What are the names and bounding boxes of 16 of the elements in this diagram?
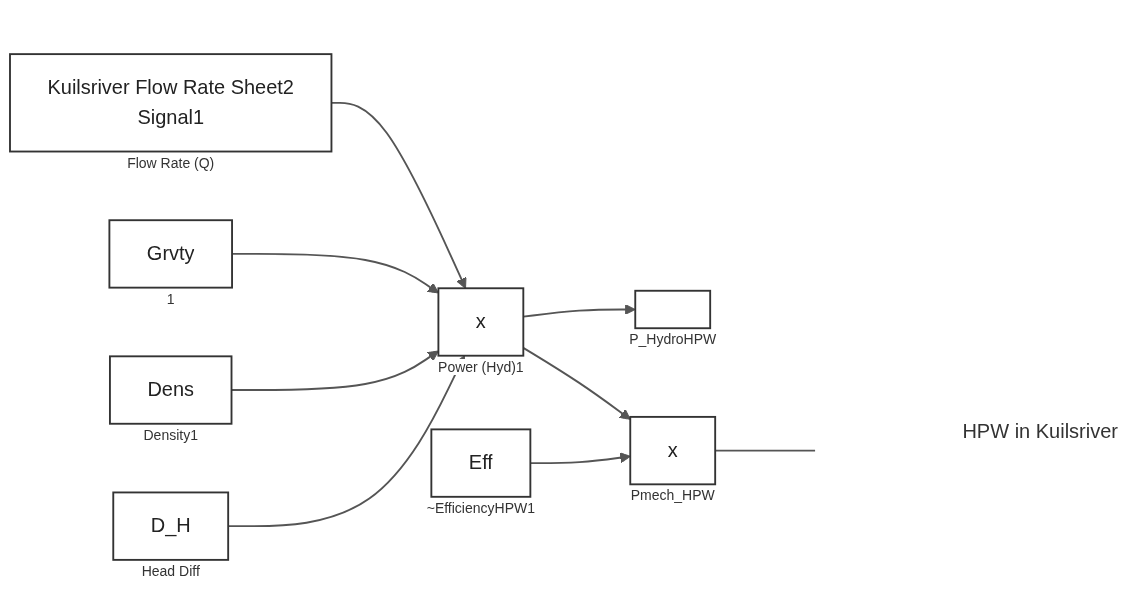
block-name: Density1 (141, 426, 200, 443)
block-name: ~EfficiencyHPW1 (424, 499, 537, 516)
node-box: Eff (430, 428, 532, 498)
node-box: x (437, 287, 525, 357)
node-box: Dens (109, 355, 233, 425)
node-box: x (629, 415, 717, 486)
node-box: Grvty (108, 219, 233, 289)
block-name: P_HydroHPW (627, 331, 719, 348)
block-name: Head Diff (139, 562, 202, 579)
block-name: Power (Hyd)1 (436, 358, 526, 375)
note-text: HPW in Kuilsriver (962, 420, 1118, 443)
node-box (634, 289, 712, 330)
node-box: D_H (112, 491, 230, 561)
node-box: Kuilsriver Flow Rate Sheet2 Signal1 (9, 53, 333, 153)
block-name: Pmech_HPW (628, 487, 717, 504)
block-name: Flow Rate (Q) (125, 154, 217, 171)
